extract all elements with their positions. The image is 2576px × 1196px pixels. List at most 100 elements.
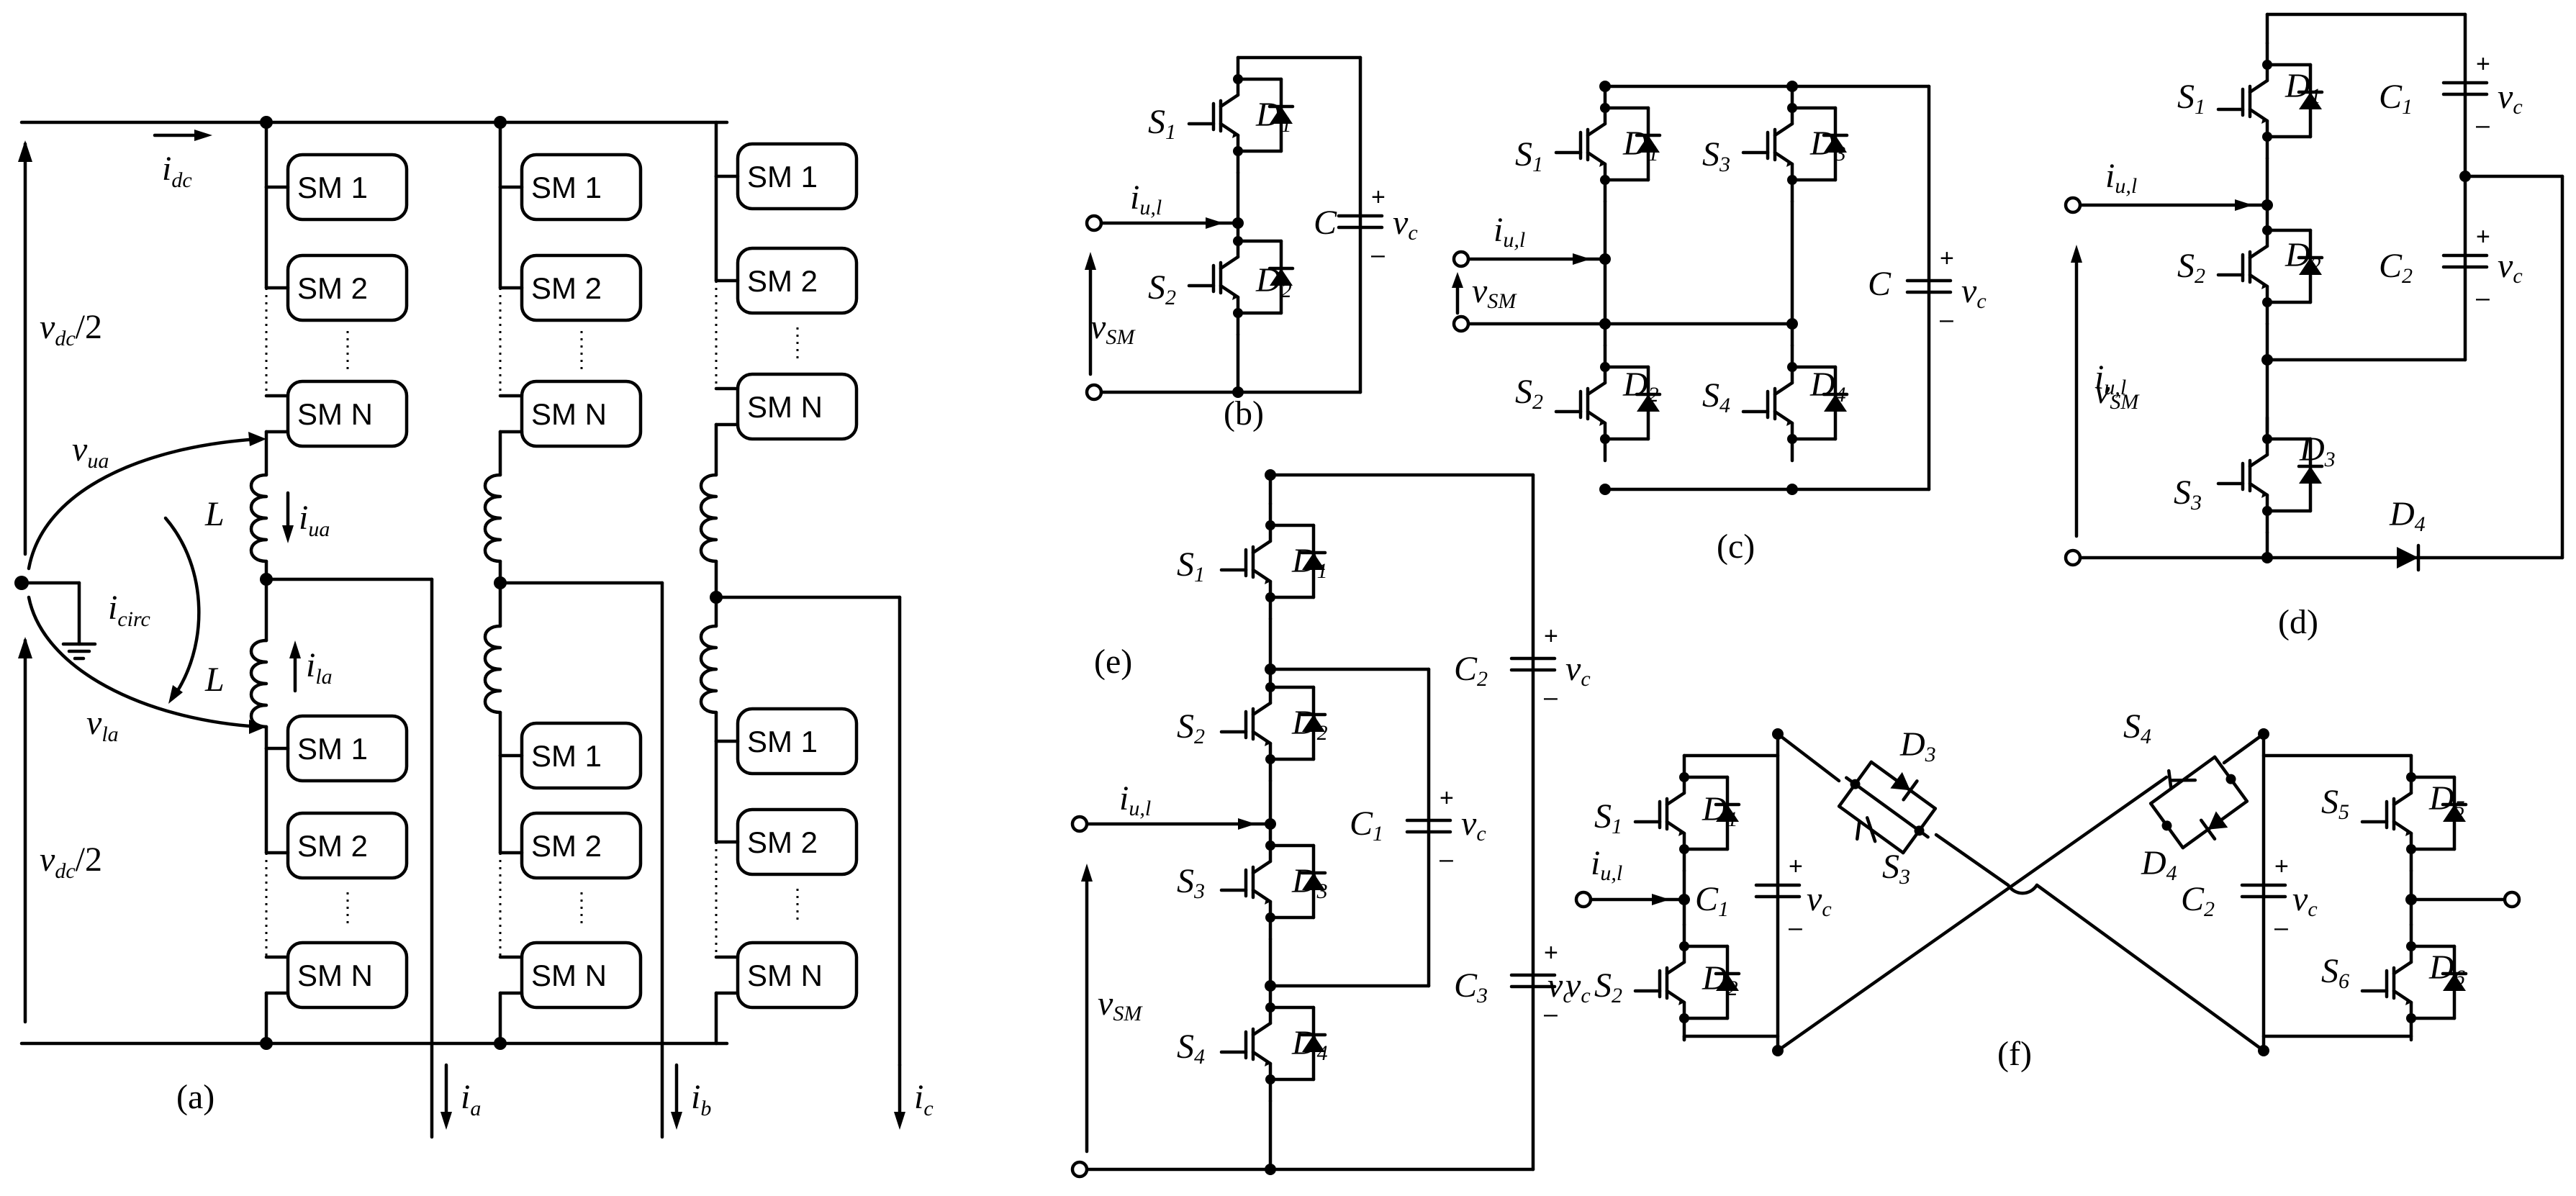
svg-text:D2: D2 [1255, 261, 1292, 302]
svg-text:D1: D1 [1255, 96, 1292, 137]
caption-a: (a) [176, 1078, 214, 1116]
leg-b: SM 1 SM 2 SM N SM 1 SM 2 [485, 116, 664, 1139]
svg-text:SM 1: SM 1 [531, 171, 602, 204]
svg-text:vc: vc [1461, 805, 1486, 846]
svg-text:C2: C2 [1454, 650, 1488, 691]
svg-text:SM N: SM N [747, 390, 823, 424]
svg-text:idc: idc [162, 150, 192, 192]
svg-text:D6: D6 [2428, 948, 2465, 989]
svg-text:vc: vc [1961, 272, 1987, 313]
svg-text:+: + [1371, 184, 1386, 211]
panel-a: vdc/2 vdc/2 idc vua vla icirc SM 1 [14, 116, 934, 1139]
svg-text:vc: vc [1565, 650, 1591, 691]
svg-text:S4: S4 [1702, 376, 1730, 417]
svg-text:C1: C1 [2379, 78, 2413, 119]
svg-text:+: + [2476, 50, 2490, 78]
svg-text:+: + [2476, 223, 2490, 250]
svg-text:ic: ic [914, 1078, 934, 1120]
svg-text:S1: S1 [1515, 135, 1543, 176]
svg-text:vc: vc [2498, 78, 2523, 119]
svg-text:S3: S3 [1882, 848, 1910, 889]
svg-text:SM N: SM N [297, 397, 373, 431]
svg-text:S2: S2 [1594, 966, 1622, 1007]
leg-c: SM 1 SM 2 SM N SM 1 SM 2 [701, 120, 902, 1067]
svg-text:icirc: icirc [108, 589, 150, 631]
svg-text:D2: D2 [1291, 704, 1328, 745]
svg-text:vSM: vSM [2094, 373, 2140, 414]
svg-text:D4: D4 [1291, 1024, 1328, 1065]
svg-text:S1: S1 [1148, 103, 1176, 144]
svg-text:D1: D1 [2284, 67, 2321, 108]
svg-text:vSM: vSM [1472, 272, 1517, 313]
svg-text:D1: D1 [1701, 790, 1738, 831]
svg-text:C1: C1 [1695, 880, 1729, 921]
svg-text:D2: D2 [2284, 236, 2321, 277]
leg-a: SM 1 SM 2 SM N L L iua [204, 116, 434, 1139]
caption-e: (e) [1094, 643, 1132, 681]
svg-text:D3: D3 [1291, 862, 1328, 903]
svg-text:vc: vc [1547, 966, 1573, 1007]
panel-b: S1 D1 S2 D2 iu,l vSM C vc + – (b) [1085, 55, 1418, 432]
svg-text:ib: ib [691, 1078, 711, 1120]
svg-text:D4: D4 [2389, 495, 2426, 536]
svg-text:SM 2: SM 2 [297, 829, 368, 863]
svg-text:S1: S1 [1594, 797, 1622, 838]
svg-text:SM 2: SM 2 [297, 271, 368, 305]
svg-text:C2: C2 [2379, 247, 2413, 288]
svg-text:D4: D4 [1809, 366, 1846, 407]
svg-text:D2: D2 [1622, 366, 1659, 407]
svg-text:vdc/2: vdc/2 [40, 308, 102, 350]
svg-text:SM 2: SM 2 [747, 264, 818, 298]
svg-text:iu,l: iu,l [1493, 211, 1525, 252]
svg-text:iu,l: iu,l [1591, 844, 1622, 885]
svg-text:D5: D5 [2428, 779, 2465, 820]
svg-text:vua: vua [72, 430, 109, 473]
svg-text:vc: vc [2292, 880, 2318, 921]
svg-text:–: – [1940, 306, 1953, 333]
svg-text:iu,l: iu,l [2105, 157, 2137, 198]
svg-text:S2: S2 [2177, 247, 2205, 288]
svg-text:–: – [2476, 112, 2490, 139]
svg-text:–: – [1544, 684, 1558, 711]
svg-text:SM 1: SM 1 [747, 160, 818, 194]
svg-text:ia: ia [461, 1078, 481, 1120]
panel-f: S1 D1 S2 D2 C1 vc + – iu,l vc D3 S3 S4 D… [1547, 707, 2519, 1073]
svg-text:SM N: SM N [297, 959, 373, 992]
svg-text:D1: D1 [1291, 542, 1328, 583]
svg-text:D4: D4 [2141, 844, 2177, 885]
svg-text:SM 1: SM 1 [747, 725, 818, 758]
svg-text:SM 1: SM 1 [297, 171, 368, 204]
panel-d: S1 D1 S2 D2 D3 S3 D4 C1 C2 vc vc + – + –… [2066, 12, 2564, 641]
svg-text:vdc/2: vdc/2 [40, 841, 102, 883]
svg-text:S3: S3 [1702, 135, 1730, 176]
svg-text:SM N: SM N [531, 959, 607, 992]
svg-text:vc: vc [2498, 247, 2523, 288]
caption-d: (d) [2278, 603, 2318, 641]
caption-b: (b) [1224, 394, 1264, 432]
svg-text:–: – [1371, 241, 1385, 268]
svg-text:+: + [1544, 939, 1558, 966]
svg-text:–: – [2476, 284, 2490, 312]
svg-text:D3: D3 [1809, 124, 1846, 166]
svg-text:S1: S1 [2177, 78, 2205, 119]
svg-text:D3: D3 [2299, 430, 2336, 471]
svg-text:vSM: vSM [1098, 984, 1143, 1025]
svg-text:D2: D2 [1701, 959, 1738, 1000]
caption-c: (c) [1717, 527, 1755, 566]
svg-text:S1: S1 [1177, 545, 1205, 586]
svg-text:S4: S4 [2123, 707, 2151, 748]
svg-text:vc: vc [1393, 204, 1418, 245]
svg-text:vc: vc [1807, 880, 1832, 921]
svg-text:ila: ila [306, 646, 333, 689]
svg-text:iu,l: iu,l [1130, 178, 1162, 219]
caption-f: (f) [1997, 1035, 2032, 1073]
svg-text:–: – [2274, 914, 2288, 941]
svg-text:S2: S2 [1177, 707, 1205, 748]
svg-text:–: – [1544, 1000, 1558, 1028]
svg-text:SM 2: SM 2 [531, 271, 602, 305]
svg-text:SM N: SM N [747, 959, 823, 992]
svg-text:SM 1: SM 1 [531, 739, 602, 773]
svg-text:vSM: vSM [1090, 308, 1136, 349]
svg-text:D1: D1 [1622, 124, 1659, 166]
svg-text:S4: S4 [1177, 1028, 1205, 1069]
